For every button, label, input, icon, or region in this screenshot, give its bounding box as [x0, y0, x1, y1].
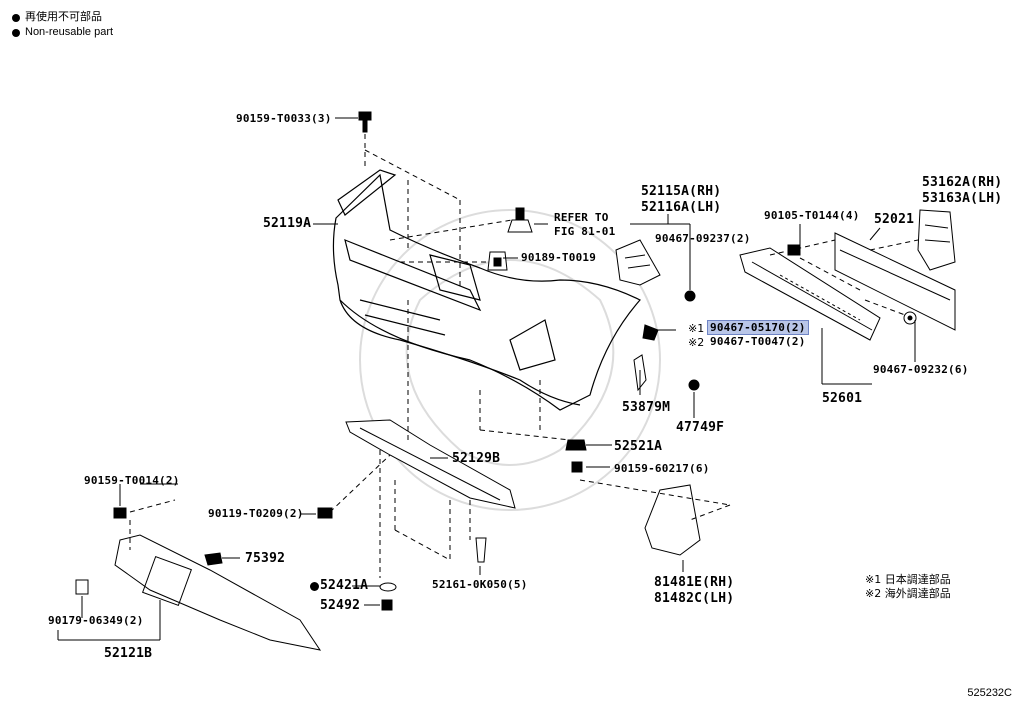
label-52121b: 52121B — [104, 646, 153, 661]
lower-cover-52121b-shape — [114, 534, 322, 651]
label-90105-t0144: 90105-T0144(4) — [764, 209, 860, 222]
bolt-90105-icon — [787, 244, 801, 256]
bumper-cover-shape — [332, 169, 641, 411]
label-52021: 52021 — [874, 212, 915, 227]
label-53162a: 53162A(RH) — [922, 175, 1003, 190]
label-75392: 75392 — [245, 551, 286, 566]
label-mark-1: ※1 — [688, 322, 705, 335]
dashed-assembly-lines — [129, 134, 919, 578]
legend-row-jp: 再使用不可部品 — [12, 10, 113, 25]
label-47749f: 47749F — [676, 420, 725, 435]
label-52129b: 52129B — [452, 451, 501, 466]
label-52521a: 52521A — [614, 439, 663, 454]
legend-text-jp: 再使用不可部品 — [25, 11, 102, 23]
label-90159-t0033: 90159-T0033(3) — [236, 112, 332, 125]
label-52119a: 52119A — [263, 216, 312, 231]
part-52421a-icon — [379, 582, 397, 592]
clip-52161-0k050-icon — [475, 537, 487, 563]
legend-row-en: Non-reusable part — [12, 25, 113, 40]
bumper-arm-52601-shape — [739, 247, 881, 341]
label-53163a: 53163A(LH) — [922, 191, 1003, 206]
label-90159-t0014: 90159-T0014(2) — [84, 474, 180, 487]
label-90189-t0019: 90189-T0019 — [521, 251, 597, 264]
part-47749f-icon — [688, 379, 700, 391]
label-52116a: 52116A(LH) — [641, 200, 722, 215]
label-81482c: 81482C(LH) — [654, 591, 735, 606]
label-fig-81-01: FIG 81-01 — [554, 225, 616, 238]
bolt-90119-t0209-icon — [317, 507, 333, 519]
reinforcement-52021-shape — [834, 232, 956, 331]
bolt-90159-60217-icon — [571, 461, 583, 473]
label-90467-09232: 90467-09232(6) — [873, 363, 969, 376]
label-90159-60217: 90159-60217(6) — [614, 462, 710, 475]
part-75392-icon — [204, 552, 223, 566]
nut-90467-09232-icon — [903, 311, 917, 325]
note-domestic: ※1 日本調達部品 — [865, 573, 951, 586]
nut-90179-06349-icon — [75, 579, 89, 595]
label-52492: 52492 — [320, 598, 361, 613]
label-90119-t0209: 90119-T0209(2) — [208, 507, 304, 520]
screw-90467-09237-icon — [684, 290, 696, 302]
label-refer-to: REFER TO — [554, 211, 609, 224]
clip-90467-05170-icon — [642, 324, 659, 341]
label-52601: 52601 — [822, 391, 863, 406]
label-52421a: 52421A — [320, 578, 369, 593]
bolt-90159-t0014-icon — [113, 507, 127, 519]
mudguard-81481e-shape — [644, 484, 701, 556]
legend-text-en: Non-reusable part — [25, 26, 114, 38]
label-53879m: 53879M — [622, 400, 671, 415]
part-52492-icon — [381, 599, 393, 611]
legend: 再使用不可部品 Non-reusable part — [12, 10, 113, 40]
label-81481e: 81481E(RH) — [654, 575, 735, 590]
bracket-52115a-shape — [615, 239, 661, 286]
label-52115a: 52115A(RH) — [641, 184, 722, 199]
label-90467-05170-highlighted[interactable]: 90467-05170(2) — [707, 320, 809, 335]
leader-lines — [57, 117, 916, 641]
nut-52521a-icon — [565, 439, 587, 451]
label-90467-t0047: 90467-T0047(2) — [710, 335, 806, 348]
bracket-53162a-shape — [917, 209, 956, 271]
note-overseas: ※2 海外調達部品 — [865, 587, 951, 600]
label-90179-06349: 90179-06349(2) — [48, 614, 144, 627]
clip-refer-icon — [507, 207, 533, 233]
retainer-52129b-shape — [345, 419, 516, 509]
non-reusable-dot-icon — [310, 582, 319, 591]
label-mark-2: ※2 — [688, 336, 705, 349]
bolt-90159-t0033-icon — [358, 111, 372, 133]
label-52161-0k050: 52161-0K050(5) — [432, 578, 528, 591]
non-reusable-dot-icon — [12, 13, 20, 22]
non-reusable-dot-icon — [12, 28, 20, 37]
label-90467-09237: 90467-09237(2) — [655, 232, 751, 245]
diagram-code: 525232C — [967, 687, 1012, 699]
clip-90189-icon — [487, 251, 508, 271]
